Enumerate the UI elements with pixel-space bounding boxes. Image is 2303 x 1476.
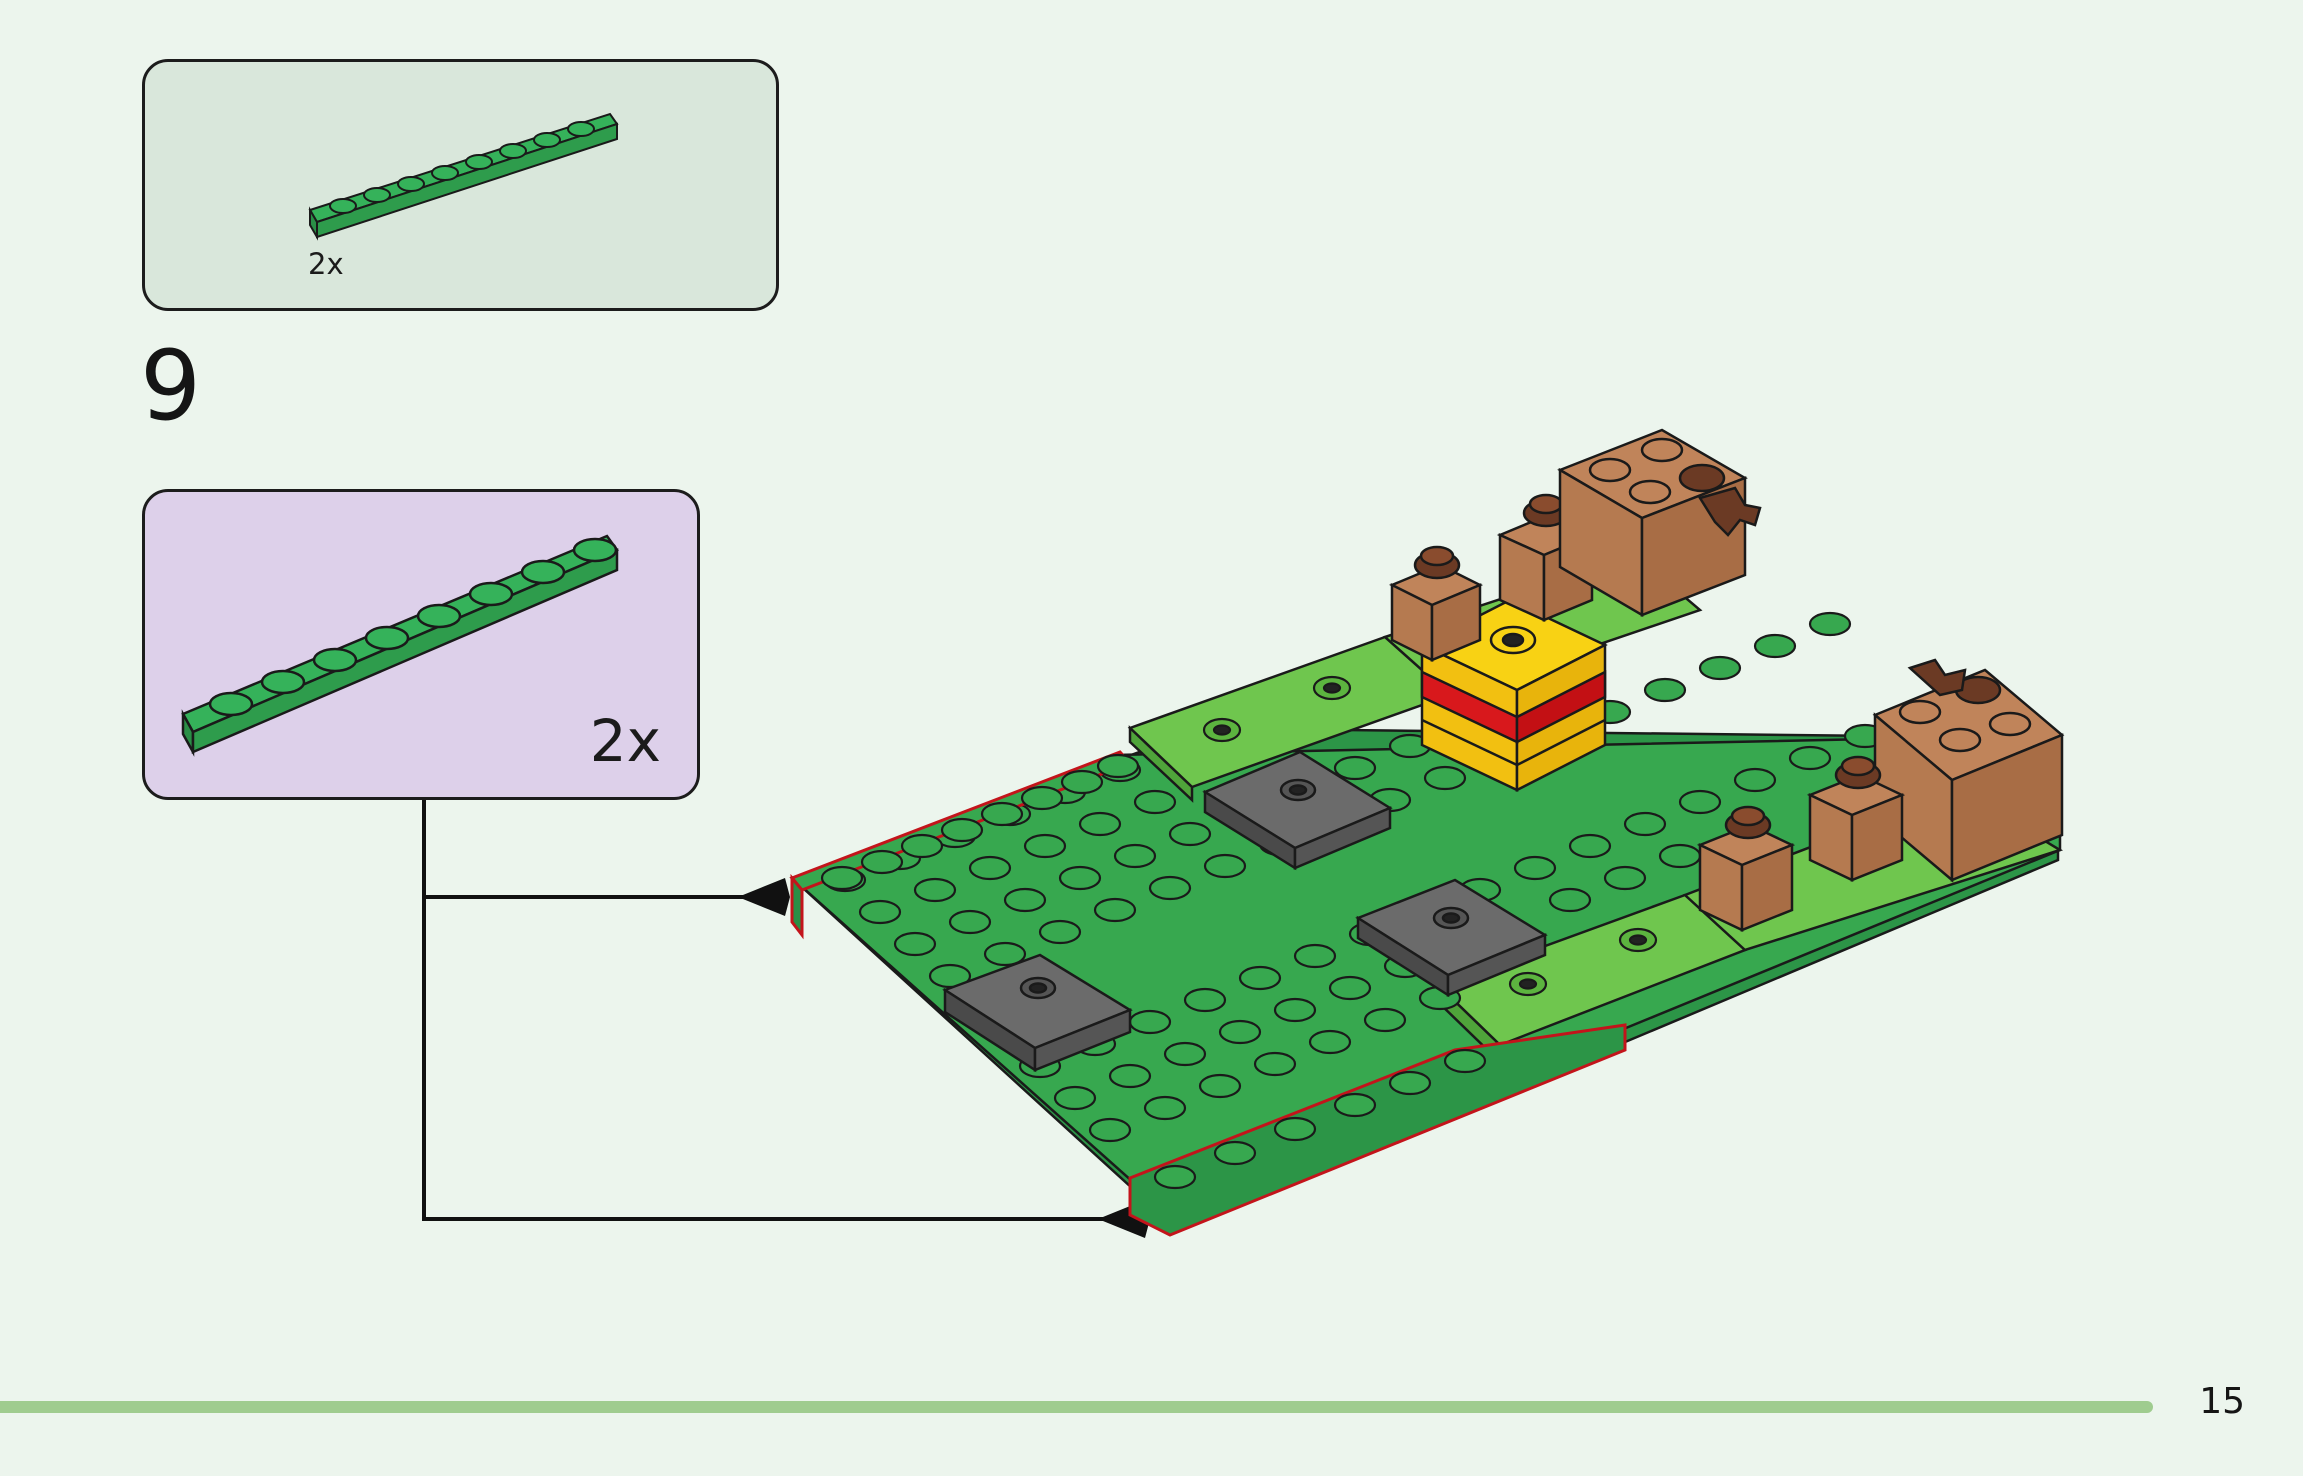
placement-arrows bbox=[422, 800, 1140, 1221]
new-plate-front-edge bbox=[1128, 1023, 1627, 1237]
green-plate-1x8-icon bbox=[308, 112, 619, 241]
previous-parts-quantity: 2x bbox=[308, 247, 344, 281]
page-number: 15 bbox=[2199, 1381, 2245, 1422]
tile-studs bbox=[1202, 675, 1658, 997]
green-plate-1x8-icon bbox=[181, 534, 619, 757]
current-parts-quantity: 2x bbox=[589, 707, 661, 775]
grey-tiles bbox=[942, 750, 1548, 1073]
arrow-head-upper bbox=[738, 878, 790, 916]
brown-bricks-right bbox=[1696, 658, 2065, 932]
brown-bricks-back bbox=[1388, 428, 1762, 663]
progress-bar bbox=[0, 1401, 2153, 1413]
step-number: 9 bbox=[140, 330, 202, 442]
new-plate-back-edge bbox=[789, 750, 1140, 940]
previous-parts-callout: 2x bbox=[142, 59, 779, 311]
current-parts-callout: 2x bbox=[142, 489, 700, 800]
